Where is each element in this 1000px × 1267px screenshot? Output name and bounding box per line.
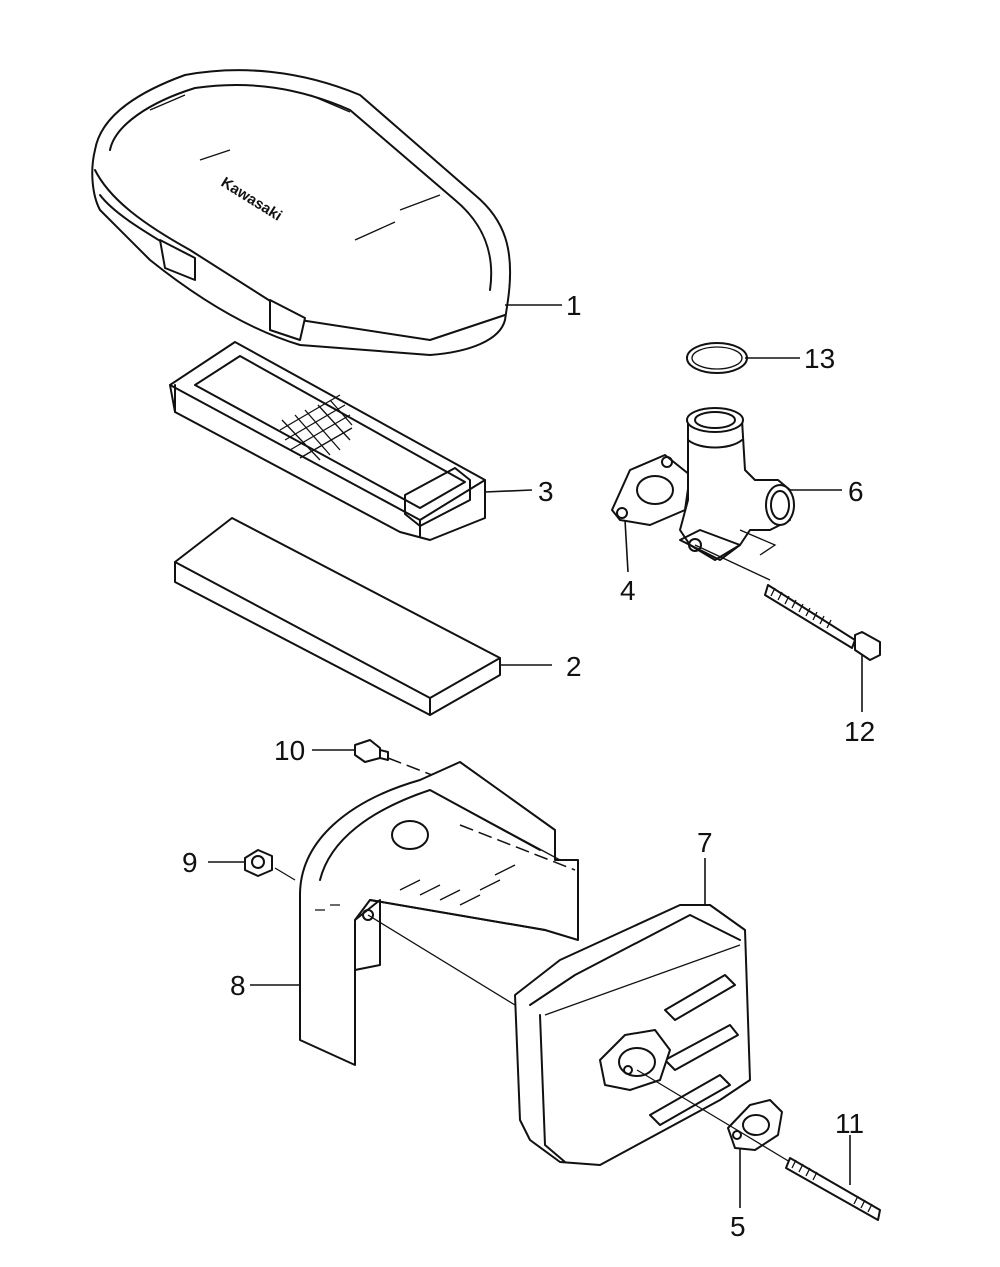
- muffler-cover: [299, 761, 579, 1066]
- callout-8: 8: [230, 970, 246, 1001]
- muffler-gasket: [727, 1099, 783, 1151]
- callout-2: 2: [566, 651, 582, 682]
- callout-7: 7: [697, 827, 713, 858]
- callout-12: 12: [844, 716, 875, 747]
- callout-10: 10: [274, 735, 305, 766]
- callout-13: 13: [804, 343, 835, 374]
- cover-muffler-guide: [367, 914, 516, 1006]
- muffler-cover-bolt: [354, 739, 389, 763]
- callout-labels: 1 2 3 4 5 6 7 8 9 10 11 12 13: [182, 290, 875, 1242]
- elbow-bolt: [764, 584, 881, 661]
- air-cleaner-cover: Kawasaki: [91, 69, 512, 356]
- muffler-guide-line: [636, 1069, 791, 1163]
- callout-3: 3: [538, 476, 554, 507]
- elbow-gasket: [611, 454, 691, 526]
- leader-lines: [208, 304, 863, 1208]
- callout-5: 5: [730, 1211, 746, 1242]
- callout-6: 6: [848, 476, 864, 507]
- muffler-stud: [785, 1157, 881, 1221]
- nut-guide-line: [274, 867, 296, 881]
- intake-elbow: [679, 407, 795, 561]
- callout-4: 4: [620, 575, 636, 606]
- pre-filter: [174, 517, 501, 716]
- callout-1: 1: [566, 290, 582, 321]
- callout-11: 11: [835, 1108, 864, 1139]
- air-filter-element: [169, 341, 486, 541]
- flange-nut: [244, 849, 273, 877]
- o-ring-inner: [691, 346, 743, 370]
- callout-9: 9: [182, 847, 198, 878]
- muffler: [514, 904, 751, 1166]
